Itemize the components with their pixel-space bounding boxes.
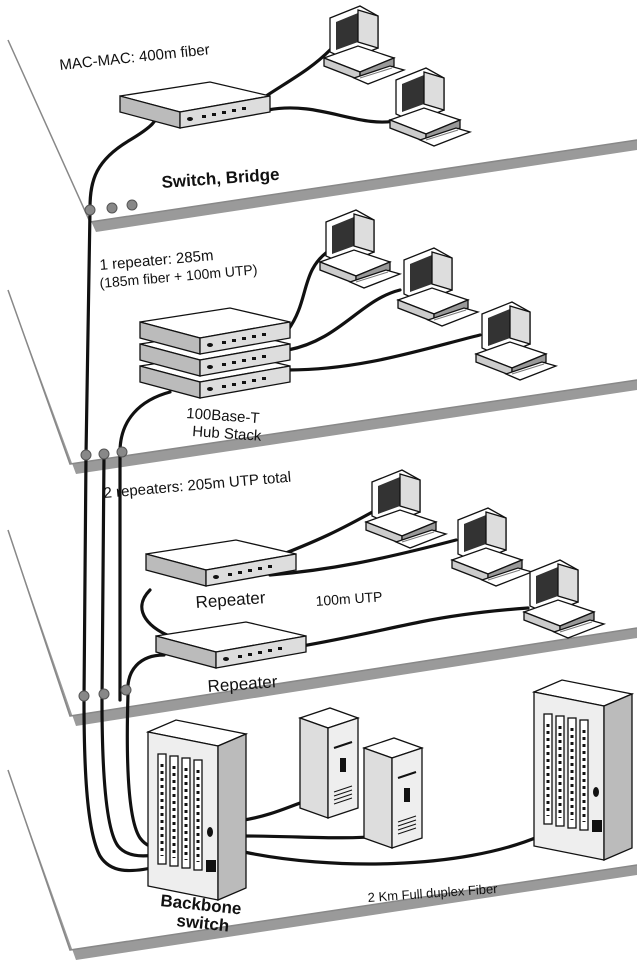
- workstation: [475, 301, 557, 381]
- hub-stack-label-line-2: Hub Stack: [192, 423, 263, 445]
- riser-port: [98, 688, 110, 700]
- floor-3-distance-label: 2 repeaters: 205m UTP total: [103, 469, 292, 502]
- riser-port: [78, 690, 90, 702]
- riser-port: [126, 199, 138, 211]
- workstation: [523, 559, 605, 639]
- utp-link-label: 100m UTP: [315, 588, 383, 609]
- riser-port: [98, 448, 110, 460]
- riser-port: [106, 202, 118, 214]
- backbone-switch-chassis: [146, 718, 248, 902]
- riser-port: [84, 204, 96, 216]
- workstation: [451, 507, 533, 587]
- riser-cables: [82, 208, 162, 873]
- riser-port: [120, 684, 132, 696]
- floor-4-devices: [146, 678, 634, 902]
- server-tower: [363, 737, 423, 849]
- hub-stack-label-line-1: 100Base-T: [186, 405, 260, 427]
- floor-1: [7, 0, 637, 232]
- floor-3-devices: [78, 469, 605, 702]
- floor-4: [7, 769, 637, 960]
- workstation: [397, 247, 479, 327]
- repeater-device: [145, 539, 297, 587]
- floor-2: [7, 289, 637, 474]
- riser-port: [116, 446, 128, 458]
- floor-1-devices: [84, 5, 471, 216]
- remote-switch-chassis: [532, 678, 634, 862]
- repeater-device: [155, 621, 307, 669]
- repeater-2-label: Repeater: [207, 672, 278, 696]
- server-tower: [299, 707, 359, 819]
- floor-3: [7, 529, 637, 726]
- workstation: [319, 209, 401, 289]
- repeater-1-label: Repeater: [195, 588, 266, 612]
- floor-2-devices: [80, 209, 557, 461]
- workstation: [365, 469, 447, 549]
- riser-port: [80, 449, 92, 461]
